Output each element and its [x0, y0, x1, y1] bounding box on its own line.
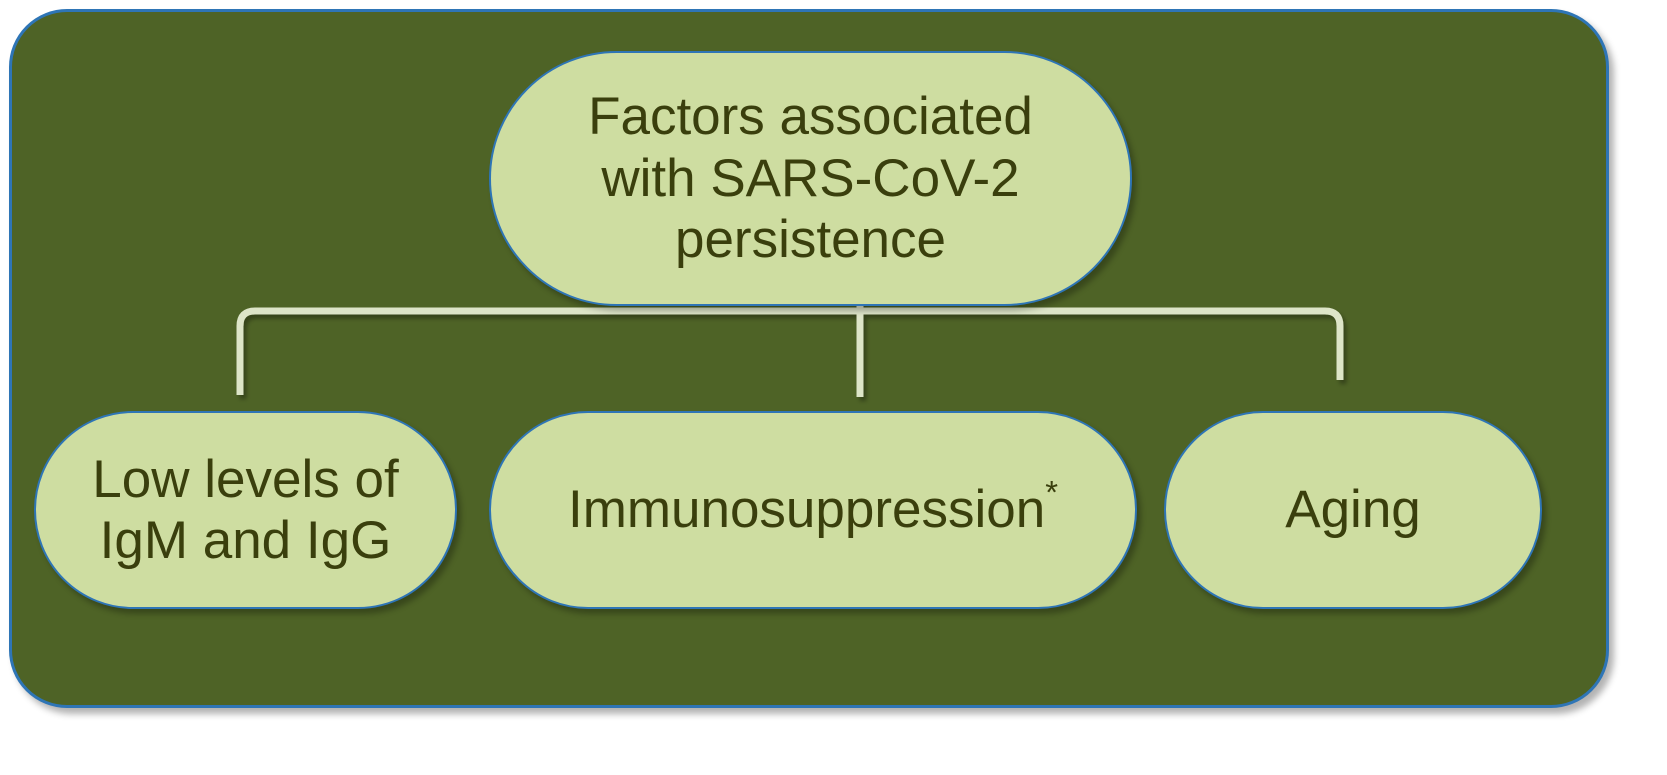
- node-low-igm-igg[interactable]: Low levels of IgM and IgG: [34, 411, 457, 609]
- node-root[interactable]: Factors associated with SARS-CoV-2 persi…: [489, 51, 1132, 306]
- node-immunosuppression-label: Immunosuppression*: [558, 476, 1068, 540]
- node-immunosuppression-text: Immunosuppression: [567, 480, 1046, 540]
- node-root-label: Factors associated with SARS-CoV-2 persi…: [588, 87, 1033, 270]
- node-low-igm-igg-label: Low levels of IgM and IgG: [92, 449, 399, 570]
- node-aging[interactable]: Aging: [1164, 411, 1542, 609]
- node-aging-label: Aging: [1285, 480, 1421, 540]
- node-immunosuppression[interactable]: Immunosuppression*: [489, 411, 1137, 609]
- footnote-asterisk: *: [1045, 473, 1059, 511]
